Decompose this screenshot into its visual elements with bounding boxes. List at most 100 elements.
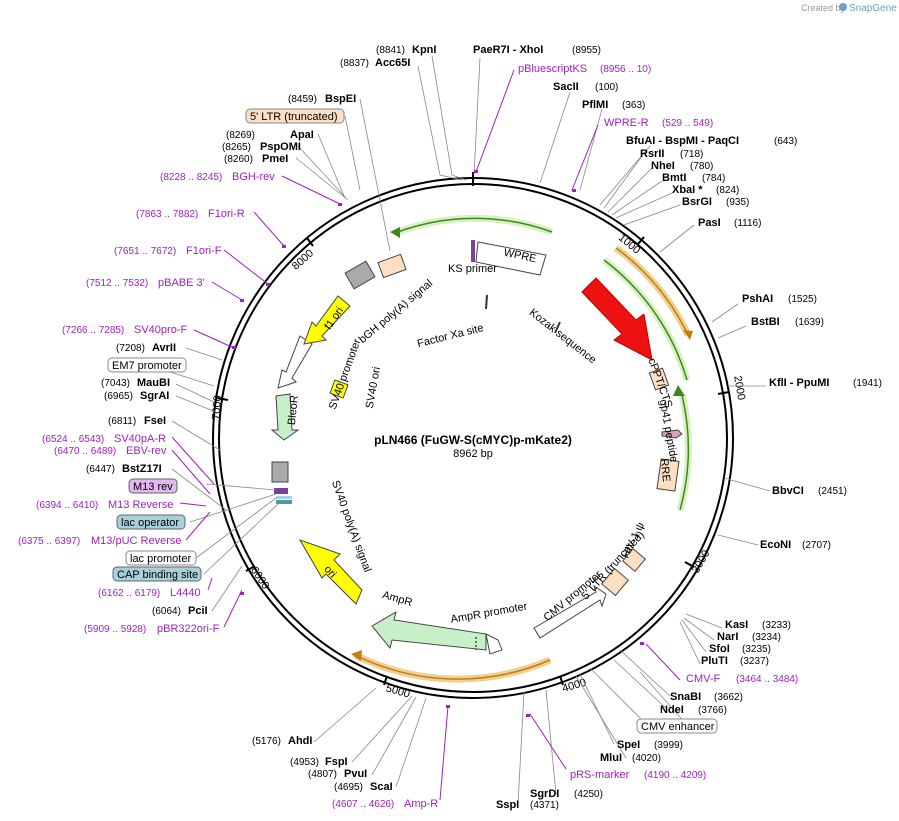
site-name-bsrgi: BsrGI [682, 196, 712, 208]
site-pos-kpni: (8841) [376, 45, 405, 56]
site-name-sfoi: SfoI [709, 643, 730, 655]
site-name-spei: SpeI [617, 739, 640, 751]
site-pos-pvui: (4807) [308, 769, 337, 780]
hiv-psi-box [622, 548, 646, 572]
site-pos-pmei: (8260) [224, 154, 253, 165]
site-name-fsei: FseI [144, 415, 166, 427]
site-pos-sfoi: (3235) [742, 644, 771, 655]
site-name-nari: NarI [717, 631, 738, 643]
primer-range-amp-r: (4607 .. 4626) [332, 799, 394, 810]
site-name-kfli: KflI - PpuMI [769, 377, 830, 389]
site-pos-mlui: (4020) [632, 753, 661, 764]
site-pos-fsei: (6811) [108, 416, 136, 427]
site-name-pvui: PvuI [344, 768, 367, 780]
orf-arcs [351, 214, 693, 683]
primer-name-prs-marker: pRS-marker [570, 769, 630, 781]
sv40-ori-box [329, 379, 349, 399]
label-box-lac-promoter: lac promoter [125, 550, 197, 566]
feature-label-sv40-promoter: SV40 promoter [327, 337, 364, 411]
site-name-pasi: PasI [698, 217, 721, 229]
primer-range-pbr322ori-f: (5909 .. 5928) [84, 624, 146, 635]
site-pos-bsrgi: (935) [726, 197, 749, 208]
primer-range-ebv-rev: (6470 .. 6489) [54, 446, 116, 457]
site-pos-pasi: (1116) [734, 218, 761, 229]
primer-name-amp-r: Amp-R [404, 798, 438, 810]
site-name-bbvci: BbvCI [772, 485, 804, 497]
primer-range-wpre-r: (529 .. 549) [662, 118, 713, 129]
site-pos-rsrii: (718) [680, 149, 703, 160]
site-pos-ahdi: (5176) [252, 736, 281, 747]
site-name-sgrdi: SgrDI [530, 788, 559, 800]
f1-ori-arrow [303, 295, 351, 345]
site-pos-snabi: (3662) [714, 692, 743, 703]
site-pos-bstz17i: (6447) [86, 464, 115, 475]
site-pos-econi: (2707) [802, 540, 831, 551]
site-name-snabi: SnaBI [670, 691, 701, 703]
primer-name-pbluescriptks: pBluescriptKS [518, 63, 587, 75]
primer-name-cmv-f: CMV-F [686, 673, 721, 685]
label-box-5ltr-truncated: 5' LTR (truncated) [245, 108, 345, 124]
site-pos-scai: (4695) [334, 782, 363, 793]
tick-label-2000: 2000 [731, 375, 747, 401]
site-name-fspi: FspI [325, 756, 348, 768]
factor-xa-mark [485, 294, 488, 310]
snapgene-logo-icon [839, 3, 847, 11]
site-name-mlui: MluI [600, 752, 622, 764]
tick-label-3000: 3000 [690, 548, 713, 575]
primer-name-m13puc-reverse: M13/pUC Reverse [91, 535, 181, 547]
site-pos-sacii: (100) [595, 82, 618, 93]
site-pos-spei: (3999) [654, 740, 683, 751]
ampr-promoter-arrow [485, 633, 503, 655]
site-name-apai: ApaI [290, 129, 314, 141]
site-name-bfuai: BfuAI - BspMI - PaqCI [626, 135, 739, 147]
primer-name-ebv-rev: EBV-rev [126, 445, 167, 457]
cmv-promoter-arrow [533, 584, 607, 639]
svg-text:5' LTR (truncated): 5' LTR (truncated) [250, 111, 337, 123]
site-name-pspomi: PspOMI [260, 141, 301, 153]
site-pos-maubi: (7043) [101, 378, 130, 389]
feature-label-ks-primer: KS primer [448, 263, 497, 275]
site-pos-nari: (3234) [752, 632, 781, 643]
tick-label-4000: 4000 [561, 677, 588, 695]
site-pos-paer7i: (8955) [572, 45, 601, 56]
primer-name-sv40pa-r: SV40pA-R [114, 433, 166, 445]
site-name-ahdi: AhdI [288, 735, 312, 747]
site-name-bstbi: BstBI [751, 316, 780, 328]
primer-range-sv40pro-f: (7266 .. 7285) [62, 325, 124, 336]
primer-range-prs-marker: (4190 .. 4209) [644, 770, 706, 781]
site-name-maubi: MauBI [137, 377, 170, 389]
site-pos-pspomi: (8265) [222, 142, 251, 153]
site-pos-pflmi: (363) [622, 100, 645, 111]
primer-range-m13puc-reverse: (6375 .. 6397) [18, 536, 80, 547]
site-name-pluti: PluTI [701, 655, 728, 667]
site-pos-nhei: (780) [690, 161, 713, 172]
primer-name-f1ori-r: F1ori-R [208, 208, 245, 220]
site-name-scai: ScaI [370, 781, 393, 793]
primer-range-m13-reverse: (6394 .. 6410) [36, 500, 98, 511]
primer-range-pbluescriptks: (8956 .. 10) [600, 64, 651, 75]
site-name-acc65i: Acc65I [375, 57, 410, 69]
site-name-ndei: NdeI [660, 704, 684, 716]
site-name-nhei: NheI [651, 160, 675, 172]
bleor-arrow [270, 393, 300, 441]
site-name-pshai: PshAI [742, 293, 773, 305]
primer-name-l4440: L4440 [170, 587, 201, 599]
primer-range-f1ori-f: (7651 .. 7672) [114, 246, 176, 257]
site-name-sspi: SspI [496, 799, 519, 811]
plasmid-length: 8962 bp [453, 448, 493, 460]
primer-range-pbabe3: (7512 .. 7532) [86, 278, 148, 289]
site-name-pmei: PmeI [262, 153, 288, 165]
primer-name-pbr322ori-f: pBR322ori-F [157, 623, 220, 635]
site-pos-avrii: (7208) [116, 343, 145, 354]
site-pos-kfli: (1941) [853, 378, 882, 389]
label-box-cmv-enhancer: CMV enhancer [636, 718, 718, 734]
wpre-arrow [475, 241, 547, 276]
site-name-pcii: PciI [188, 605, 208, 617]
ampr-arrow [371, 610, 487, 651]
site-name-rsrii: RsrII [640, 148, 664, 160]
site-pos-sgrdi: (4250) [574, 789, 603, 800]
feature-label-rre: RRE [658, 458, 672, 482]
features [270, 240, 683, 655]
site-name-avrii: AvrII [152, 342, 176, 354]
